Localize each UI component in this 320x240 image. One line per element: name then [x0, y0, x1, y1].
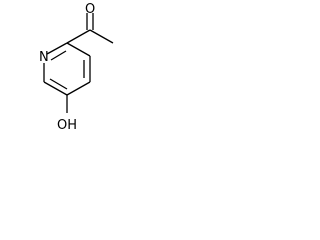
- double-bond-c5-c6-inner: [49, 78, 68, 90]
- atom-label-ring-nitrogen: N: [39, 50, 49, 65]
- bond-c4-c5: [66, 81, 91, 96]
- bond-c2-carbonyl: [66, 29, 91, 44]
- acetyl-group: [66, 13, 114, 44]
- bond-n-c2: [46, 42, 68, 55]
- pyridine-ring: [43, 42, 91, 96]
- bond-carbonyl-methyl: [89, 29, 114, 44]
- atom-label-hydroxyl: OH: [57, 118, 77, 133]
- double-bond-n-c2-inner: [50, 50, 67, 61]
- bond-c2-c3: [66, 42, 91, 57]
- atom-label-carbonyl-oxygen: O: [85, 2, 95, 17]
- structure-diagram: N O OH: [39, 2, 114, 133]
- bond-c5-c6: [43, 81, 68, 96]
